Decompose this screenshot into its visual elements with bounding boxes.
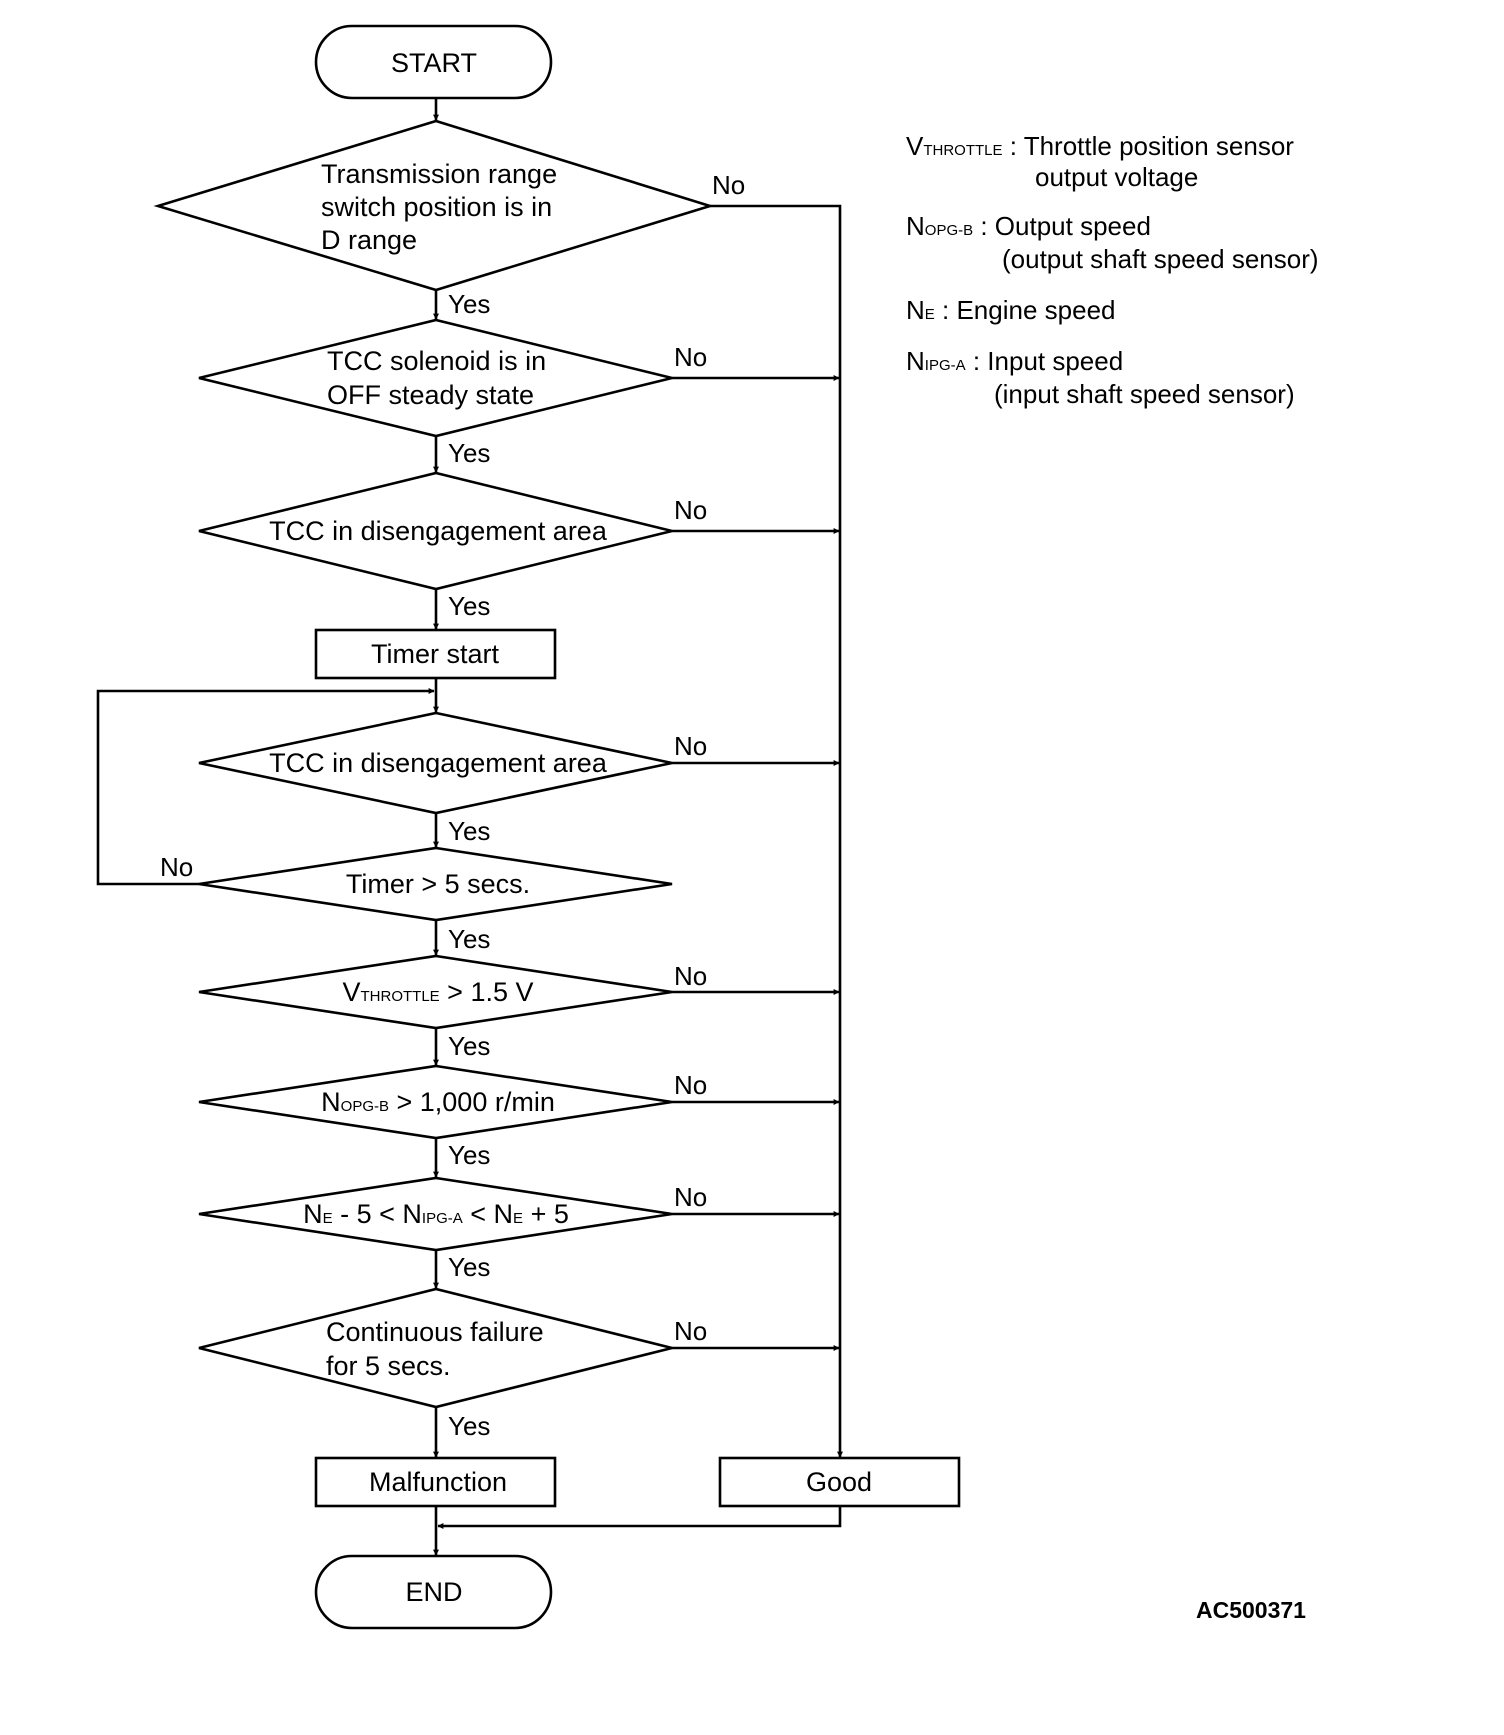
legend-nipg-a-subscript: IPG-A (925, 357, 966, 374)
decision-timer-5-secs-label: Timer > 5 secs. (346, 869, 530, 899)
decision-continuous-failure (198, 1287, 673, 1409)
vthrottle-subscript: THROTTLE (361, 988, 440, 1005)
nipg-a-subscript: IPG-A (422, 1210, 463, 1227)
good-label: Good (806, 1467, 872, 1497)
legend-ne-sep: : (935, 295, 957, 325)
legend-ne-symbol: N (906, 295, 925, 325)
loop-back-line (96, 688, 435, 886)
yes-label-d5: Yes (448, 924, 490, 954)
nipg-a-main: N (402, 1199, 422, 1229)
malfunction-label: Malfunction (369, 1467, 507, 1497)
connectors (96, 98, 843, 1556)
no-label-d2: No (674, 342, 707, 372)
yes-label-d8: Yes (448, 1252, 490, 1282)
decision-d-range-line-1: Transmission range (321, 159, 557, 189)
legend-vthrottle: VTHROTTLE : Throttle position sensor (906, 131, 1294, 161)
ne-condition-2: + 5 (523, 1199, 569, 1229)
legend-vthrottle-desc-1: Throttle position sensor (1024, 131, 1295, 161)
legend-ne-desc-1: Engine speed (956, 295, 1115, 325)
legend-vthrottle-desc-2: output voltage (1035, 162, 1198, 192)
nopg-b-condition: > 1,000 r/min (389, 1087, 555, 1117)
ne-subscript-2: E (513, 1210, 523, 1227)
legend-nopg-b-symbol: N (906, 211, 925, 241)
decision-tcc-solenoid-line-1: TCC solenoid is in (327, 346, 546, 376)
figure-code: AC500371 (1196, 1597, 1306, 1623)
decision-nopg-b-label: NOPG-B > 1,000 r/min (321, 1087, 555, 1117)
decision-nipg-a-label: NE - 5 < NIPG-A < NE + 5 (303, 1199, 569, 1229)
no-label-d3: No (674, 495, 707, 525)
legend-nipg-a-desc-1: Input speed (987, 346, 1123, 376)
legend: VTHROTTLE : Throttle position sensor out… (906, 131, 1319, 409)
end-label: END (405, 1577, 462, 1607)
decision-vthrottle-label: VTHROTTLE > 1.5 V (342, 977, 533, 1007)
legend-vthrottle-subscript: THROTTLE (923, 142, 1002, 159)
start-label: START (391, 48, 477, 78)
legend-nipg-a-desc-2: (input shaft speed sensor) (994, 379, 1295, 409)
vthrottle-main: V (342, 977, 360, 1007)
yes-label-d3: Yes (448, 591, 490, 621)
start-terminal (314, 24, 553, 100)
good-to-end-line (437, 1506, 842, 1529)
decision-continuous-failure-line-1: Continuous failure (326, 1317, 544, 1347)
yes-label-d7: Yes (448, 1140, 490, 1170)
legend-ne: NE : Engine speed (906, 295, 1116, 325)
legend-nopg-b-desc-1: Output speed (995, 211, 1151, 241)
end-terminal (314, 1554, 553, 1630)
good-box (718, 1456, 961, 1508)
decision-tcc-solenoid-line-2: OFF steady state (327, 380, 534, 410)
no-label-d9: No (674, 1316, 707, 1346)
legend-vthrottle-symbol: V (906, 131, 924, 161)
yes-label-d1: Yes (448, 289, 490, 319)
legend-vthrottle-sep: : (1003, 131, 1024, 161)
yes-label-d4: Yes (448, 816, 490, 846)
no-line-main (710, 204, 843, 1458)
decision-tcc-solenoid-off (198, 318, 673, 438)
nopg-b-subscript: OPG-B (341, 1098, 389, 1115)
no-label-d1: No (712, 170, 745, 200)
legend-nopg-b-desc-2: (output shaft speed sensor) (1002, 244, 1319, 274)
yes-label-d2: Yes (448, 438, 490, 468)
legend-nipg-a-sep: : (966, 346, 988, 376)
nipg-a-condition: < (463, 1199, 494, 1229)
timer-start-label: Timer start (371, 639, 499, 669)
legend-nipg-a: NIPG-A : Input speed (906, 346, 1123, 376)
ne-subscript-1: E (323, 1210, 333, 1227)
decision-d-range-line-3: D range (321, 225, 417, 255)
no-label-d8: No (674, 1182, 707, 1212)
nopg-b-main: N (321, 1087, 341, 1117)
malfunction-box (314, 1456, 557, 1508)
decision-tcc-disengagement-2-label: TCC in disengagement area (269, 748, 608, 778)
ne-main-2: N (494, 1199, 514, 1229)
no-label-d6: No (674, 961, 707, 991)
decision-d-range-line-2: switch position is in (321, 192, 552, 222)
no-label-d7: No (674, 1070, 707, 1100)
ne-condition-1: - 5 < (333, 1199, 403, 1229)
decision-continuous-failure-line-2: for 5 secs. (326, 1351, 451, 1381)
legend-nipg-a-symbol: N (906, 346, 925, 376)
legend-nopg-b-subscript: OPG-B (925, 222, 973, 239)
decision-tcc-disengagement-1-label: TCC in disengagement area (269, 516, 608, 546)
legend-nopg-b-sep: : (973, 211, 995, 241)
yes-label-d6: Yes (448, 1031, 490, 1061)
vthrottle-condition: > 1.5 V (440, 977, 534, 1007)
no-label-d4: No (674, 731, 707, 761)
no-label-d5: No (160, 852, 193, 882)
yes-label-d9: Yes (448, 1411, 490, 1441)
legend-nopg-b: NOPG-B : Output speed (906, 211, 1151, 241)
ne-main-1: N (303, 1199, 323, 1229)
legend-ne-subscript: E (925, 306, 935, 323)
